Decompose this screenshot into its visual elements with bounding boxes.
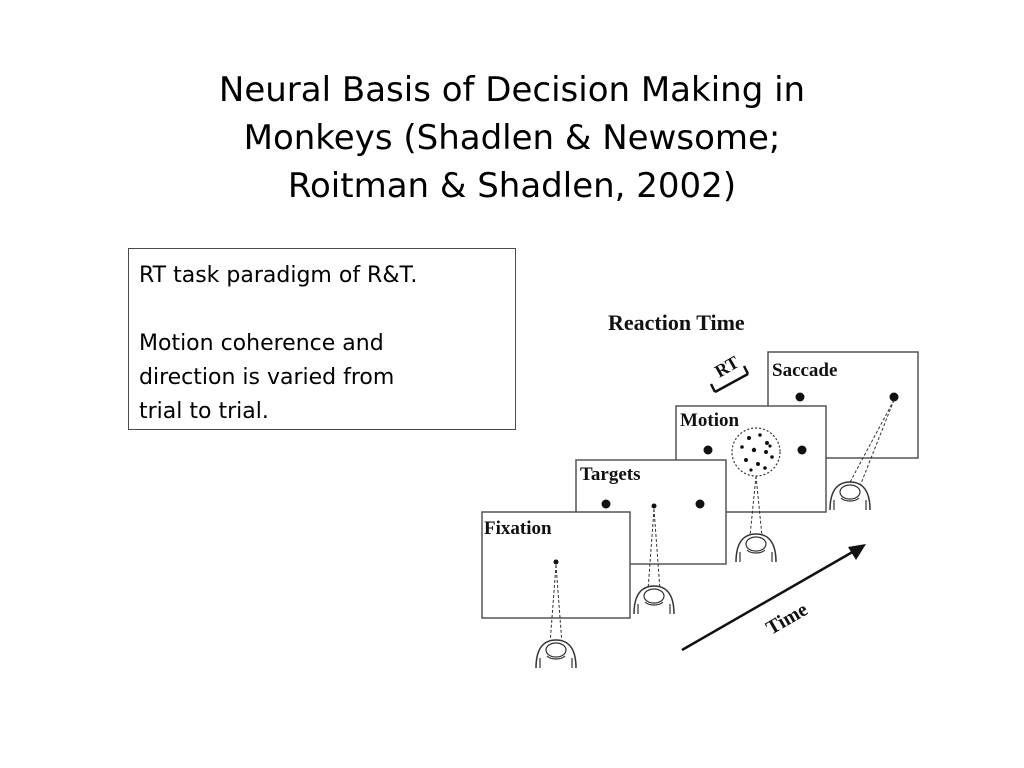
title-line-1: Neural Basis of Decision Making in bbox=[218, 70, 806, 110]
slide-title: Neural Basis of Decision Making in Monke… bbox=[112, 66, 912, 210]
monkey-head-icon bbox=[633, 585, 675, 615]
time-arrow-icon bbox=[681, 544, 866, 652]
monkey-head-icon bbox=[735, 533, 777, 563]
panel-targets: Targets bbox=[575, 459, 727, 615]
monkey-head-icon bbox=[829, 481, 871, 511]
panel-targets-label: Targets bbox=[580, 464, 641, 485]
time-label: Time bbox=[762, 598, 811, 639]
motion-target-right bbox=[797, 445, 807, 455]
figure-heading: Reaction Time bbox=[608, 310, 745, 335]
textbox-para2-line-1: Motion coherence and bbox=[139, 331, 384, 356]
fixation-point bbox=[553, 559, 559, 565]
monkey-head-icon bbox=[535, 639, 577, 669]
textbox-para2-line-2: direction is varied from bbox=[139, 365, 395, 390]
textbox-line-1: RT task paradigm of R&T. bbox=[139, 263, 418, 288]
rt-label: RT bbox=[711, 352, 742, 382]
motion-target-left bbox=[703, 445, 713, 455]
targets-fixation-point bbox=[651, 503, 657, 509]
random-dots bbox=[740, 433, 774, 472]
panel-fixation: Fixation bbox=[481, 511, 631, 669]
task-paradigm-figure: Reaction Time Saccade bbox=[470, 300, 940, 690]
saccade-target-right bbox=[889, 392, 899, 402]
panel-fixation-label: Fixation bbox=[484, 518, 552, 539]
saccade-target-left bbox=[795, 392, 805, 402]
title-line-2: Monkeys (Shadlen & Newsome; bbox=[243, 118, 781, 158]
targets-target-right bbox=[695, 499, 705, 509]
description-textbox: RT task paradigm of R&T. Motion coherenc… bbox=[128, 248, 516, 430]
title-line-3: Roitman & Shadlen, 2002) bbox=[287, 166, 737, 206]
textbox-para2-line-3: trial to trial. bbox=[139, 399, 269, 424]
targets-target-left bbox=[601, 499, 611, 509]
panel-saccade-label: Saccade bbox=[772, 360, 837, 381]
rt-bracket: RT bbox=[709, 352, 750, 394]
panel-motion-label: Motion bbox=[680, 410, 740, 431]
